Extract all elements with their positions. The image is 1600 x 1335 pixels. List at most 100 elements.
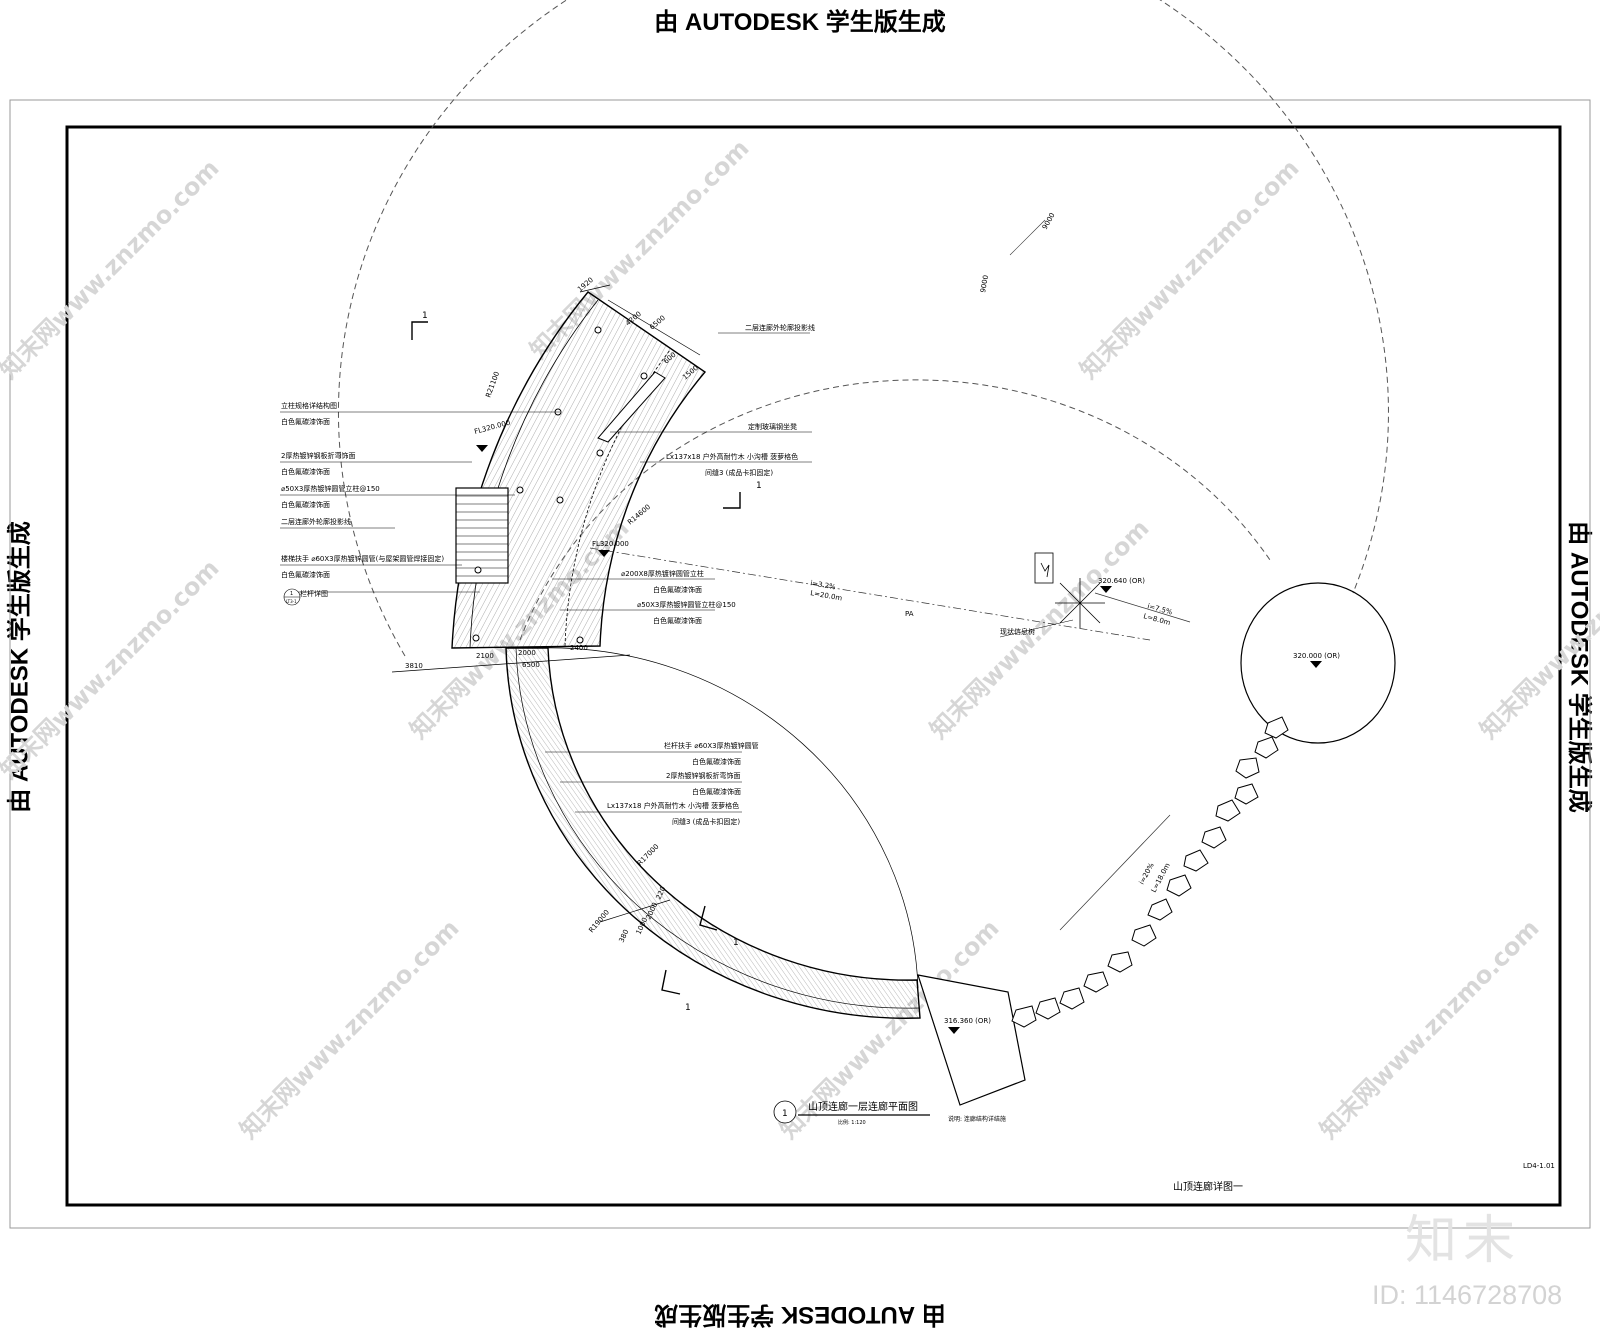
dimension-r9000	[1009, 219, 1046, 256]
glass-fibre-bench	[597, 371, 666, 443]
section-mark-label: 1	[685, 1003, 691, 1013]
site-watermark: 知末网www.znzmo.com	[0, 554, 225, 784]
outer-projection-arc	[337, 0, 1389, 657]
right-callouts: 二层连廊外轮廓投影线 定制玻璃钢坐凳 Lx137x18 户外高耐竹木 小沟槽 菠…	[610, 323, 815, 477]
upper-corridor-floor	[451, 291, 707, 649]
lower-corridor-floor	[505, 647, 921, 1019]
dim-label: 2100	[476, 652, 494, 660]
callout-text: 间缝3 (成品卡扣固定)	[705, 468, 773, 477]
callout-text: 白色氟碳漆饰面	[692, 787, 741, 796]
upper-corridor-edge	[469, 299, 599, 649]
slope-arrow-2	[1094, 592, 1191, 623]
datum-line	[589, 547, 1151, 641]
level-triangle	[598, 550, 610, 557]
slope-arrow-3	[1059, 814, 1171, 931]
drawing-note: 说明: 连廊结构详结施	[948, 1115, 1006, 1123]
end-landing	[917, 974, 1026, 1106]
callout-text: 楼梯扶手 ⌀60X3厚热镀锌圆管(与屋架圆管焊接固定)	[281, 554, 444, 563]
callout-text: 二层连廊外轮廓投影线	[281, 517, 351, 526]
site-watermark: 知末网www.znzmo.com	[234, 914, 464, 1144]
drawing-title: 山顶连廊一层连廊平面图	[808, 1100, 918, 1113]
callout-text: 白色氟碳漆饰面	[281, 467, 330, 476]
callout-text: ⌀50X3厚热镀锌圆管立柱@150	[637, 600, 736, 609]
circle-dim-label: 9000	[979, 274, 990, 293]
autodesk-stamp-top: 由 AUTODESK 学生版生成	[654, 9, 946, 36]
callout-text: 白色氟碳漆饰面	[281, 500, 330, 509]
callout-text: ⌀200X8厚热镀锌圆管立柱	[621, 569, 704, 578]
callout-text: 间缝3 (成品卡扣固定)	[672, 817, 740, 826]
circle-dim-label: 9000	[1041, 212, 1057, 231]
level-label: 320.000 (OR)	[1293, 652, 1340, 660]
callout-text: 2厚热镀锌钢板折弯饰面	[666, 771, 740, 780]
dim-label: 6500	[648, 314, 667, 332]
site-watermark: 知末网www.znzmo.com	[0, 154, 225, 384]
callout-text: 白色氟碳漆饰面	[281, 570, 330, 579]
bubble-sheet: LT3-1	[286, 599, 297, 604]
slope-label: L=20.0m	[810, 589, 843, 602]
site-watermark: 知末网www.znzmo.com	[1474, 514, 1600, 744]
callout-text: 白色氟碳漆饰面	[653, 616, 702, 625]
steel-columns	[472, 326, 648, 644]
callout-text: 白色氟碳漆饰面	[653, 585, 702, 594]
callout-text: Lx137x18 户外高耐竹木 小沟槽 菠萝格色	[607, 801, 739, 810]
dim-label: 380	[618, 928, 631, 944]
section-mark-label: 1	[422, 311, 428, 321]
outer-sheet-border	[9, 99, 1591, 1229]
section-marks	[411, 321, 741, 995]
site-watermark: 知末网www.znzmo.com	[1314, 914, 1544, 1144]
level-triangle	[948, 1027, 960, 1034]
dim-label: 2400	[570, 644, 588, 652]
callout-text: 白色氟碳漆饰面	[281, 417, 330, 426]
tree-label: 现状信息树	[1000, 627, 1035, 636]
level-triangle	[1100, 586, 1112, 593]
site-watermark: 知末网www.znzmo.com	[1074, 154, 1304, 384]
site-watermark: 知末网www.znzmo.com	[924, 514, 1154, 744]
left-callouts: 立柱规格详结构图 白色氟碳漆饰面 2厚热镀锌钢板折弯饰面 白色氟碳漆饰面 ⌀50…	[280, 401, 560, 606]
id-watermark: ID: 1146728708	[1372, 1280, 1563, 1310]
callout-text: 立柱规格详结构图	[281, 401, 337, 410]
drawing-title-block: 1 山顶连廊一层连廊平面图 比例: 1:120 说明: 连廊结构详结施	[773, 1100, 1006, 1126]
callout-text: Lx137x18 户外高耐竹木 小沟槽 菠萝格色	[666, 452, 798, 461]
detail-marker: 1	[782, 1109, 788, 1119]
bubble-number: 1	[290, 591, 293, 597]
dim-label: 2000	[518, 649, 536, 657]
level-triangle	[1310, 661, 1322, 668]
inner-projection-arc	[519, 379, 1271, 641]
tree-leader	[999, 619, 1074, 638]
callout-text: 2厚热镀锌钢板折弯饰面	[281, 451, 355, 460]
stair-railing-line	[564, 349, 671, 647]
radius-label: R21100	[484, 370, 501, 398]
slope-label: PA	[905, 610, 914, 618]
drawing-scale: 比例: 1:120	[838, 1119, 866, 1126]
callout-text: 白色氟碳漆饰面	[692, 757, 741, 766]
sheet-title: 山顶连廊详图一	[1173, 1180, 1243, 1193]
section-mark-label: 1	[756, 481, 762, 491]
radius-label: R17000	[636, 843, 661, 868]
callout-text: 定制玻璃钢坐凳	[748, 422, 797, 431]
mid-callouts: ⌀200X8厚热镀锌圆管立柱 白色氟碳漆饰面 ⌀50X3厚热镀锌圆管立柱@150…	[552, 569, 736, 625]
callout-text: 二层连廊外轮廓投影线	[745, 323, 815, 332]
brand-watermark: 知末	[1405, 1211, 1522, 1271]
existing-tree-symbol	[1034, 552, 1105, 628]
hilltop-plaza-circle	[1240, 582, 1396, 744]
callout-text: 栏杆扶手 ⌀60X3厚热镀锌圆管	[664, 741, 759, 750]
inner-drawing-frame	[65, 125, 1562, 1207]
radius-label: R19000	[587, 908, 611, 934]
lower-corridor-rail	[515, 647, 920, 1009]
callout-text: 栏杆详图	[300, 589, 328, 598]
sheet-number: LD4-1.01	[1523, 1162, 1555, 1170]
dim-label: 6500	[522, 661, 540, 669]
stair	[455, 487, 509, 584]
level-label: 320.640 (OR)	[1098, 577, 1145, 585]
radius-label: R14600	[626, 503, 652, 527]
dim-label: 3810	[405, 662, 423, 670]
callout-text: ⌀50X3厚热镀锌圆管立柱@150	[281, 484, 380, 493]
level-label: 316.360 (OR)	[944, 1017, 991, 1025]
level-label: FL320.000	[592, 540, 629, 548]
stepping-stones	[1011, 716, 1289, 1028]
lower-callouts: 栏杆扶手 ⌀60X3厚热镀锌圆管 白色氟碳漆饰面 2厚热镀锌钢板折弯饰面 白色氟…	[545, 741, 759, 826]
dimension-lines	[391, 284, 701, 923]
level-triangle	[476, 445, 488, 452]
section-mark-label: 1	[733, 938, 739, 948]
